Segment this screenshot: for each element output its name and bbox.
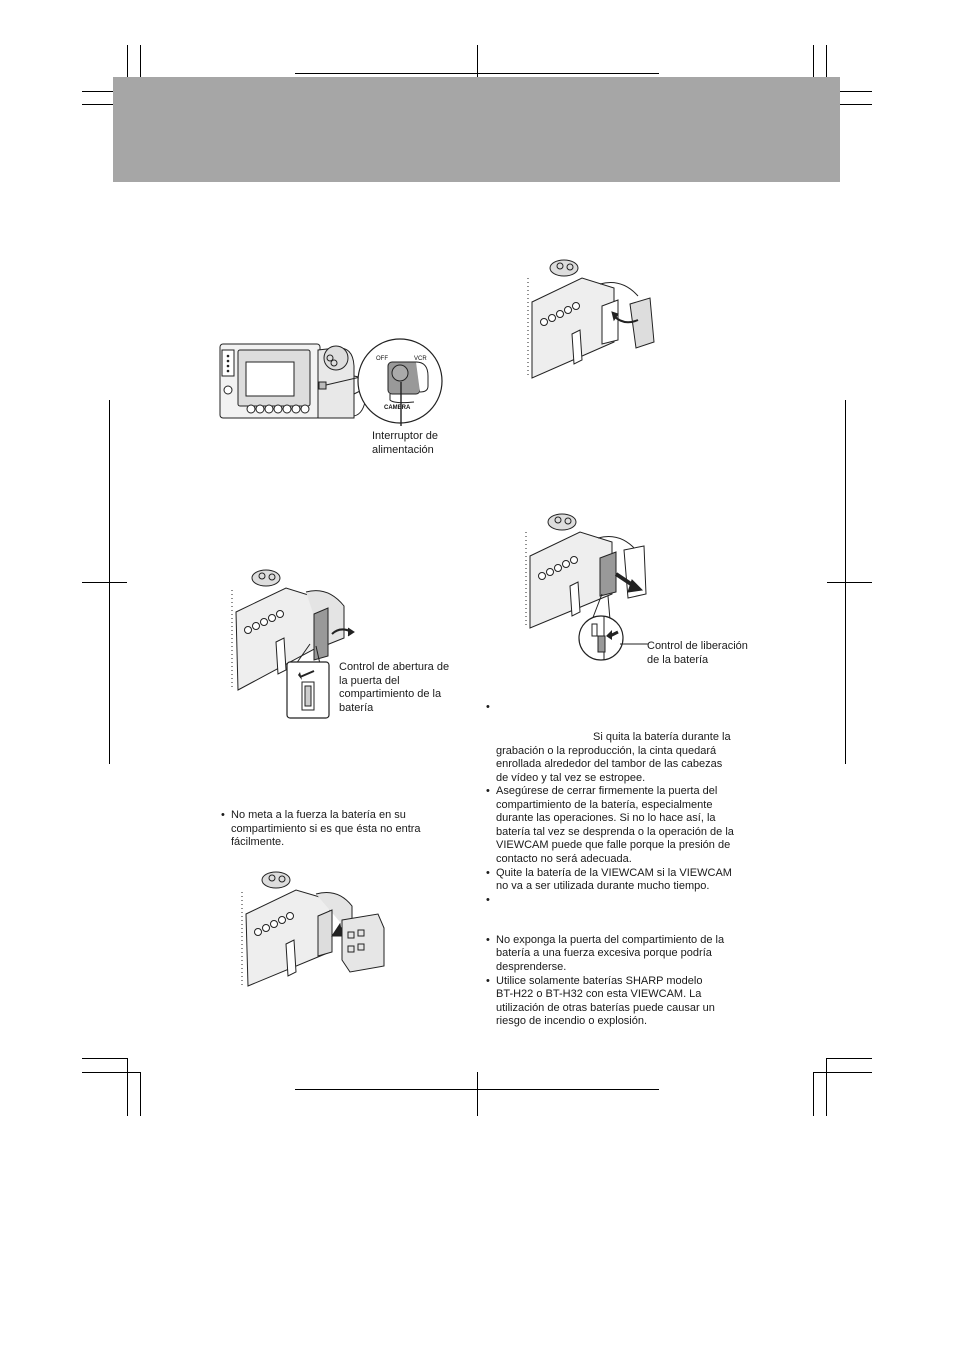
camcorder-release-battery-illustration	[525, 513, 648, 661]
crop-mark	[82, 91, 113, 92]
figure-release-battery	[520, 510, 650, 666]
left-notes-list: • No meta a la fuerza la batería en su c…	[221, 809, 471, 850]
callout-door-control: Control de abertura de la puerta del com…	[339, 661, 450, 714]
crop-mark	[82, 1072, 140, 1073]
crop-mark	[813, 1072, 814, 1116]
crop-mark	[477, 45, 478, 77]
crop-mark	[840, 104, 872, 105]
crop-mark	[82, 582, 127, 583]
figure-open-battery-door	[228, 562, 358, 720]
camcorder-door-open-illustration	[527, 259, 655, 379]
svg-text:OFF: OFF	[376, 356, 388, 362]
note-item-1-text: Si quita la batería durante la grabación…	[496, 731, 731, 784]
note-item: • Asegúrese de cerrar firmemente la puer…	[486, 785, 734, 865]
camcorder-insert-battery-illustration	[241, 871, 385, 987]
door-latch-inset	[286, 661, 330, 719]
callout-power-switch: Interruptor de alimentación	[372, 430, 439, 456]
camcorder-open-door-illustration	[231, 569, 355, 719]
note-item: • No meta a la fuerza la batería en su c…	[221, 809, 421, 849]
camcorder-front-illustration: OFF VCR CAMERA	[219, 338, 443, 428]
figure-power-switch: OFF VCR CAMERA	[218, 336, 448, 428]
crop-mark	[840, 91, 872, 92]
crop-mark	[127, 1058, 128, 1116]
svg-text:CAMERA: CAMERA	[384, 405, 411, 411]
crop-mark	[827, 582, 872, 583]
crop-mark	[140, 45, 141, 77]
figure-insert-battery	[238, 866, 390, 988]
note-item: •	[486, 893, 490, 906]
callout-release-control: Control de liberación de la batería	[647, 640, 748, 666]
release-lever-inset	[578, 615, 648, 661]
crop-mark	[127, 45, 128, 77]
crop-mark	[826, 1058, 827, 1116]
crop-mark	[82, 1058, 127, 1059]
crop-mark	[82, 104, 113, 105]
crop-mark	[826, 1058, 872, 1059]
note-item: • No exponga la puerta del compartimient…	[486, 933, 725, 973]
note-item: • Quite la batería de la VIEWCAM si la V…	[486, 866, 732, 893]
crop-mark	[826, 45, 827, 77]
header-band	[113, 77, 840, 182]
crop-mark	[140, 1072, 141, 1116]
note-item: • Utilice solamente baterías SHARP model…	[486, 974, 715, 1028]
crop-mark	[813, 1072, 872, 1073]
note-bullet-1: •	[486, 701, 490, 713]
crop-mark	[477, 1072, 478, 1116]
crop-mark	[813, 45, 814, 77]
figure-door-opened	[522, 256, 672, 382]
svg-text:VCR: VCR	[414, 356, 427, 362]
right-notes-list: • Asegúrese de cerrar firmemente la puer…	[486, 785, 766, 1029]
power-switch-inset: OFF VCR CAMERA	[357, 338, 443, 428]
